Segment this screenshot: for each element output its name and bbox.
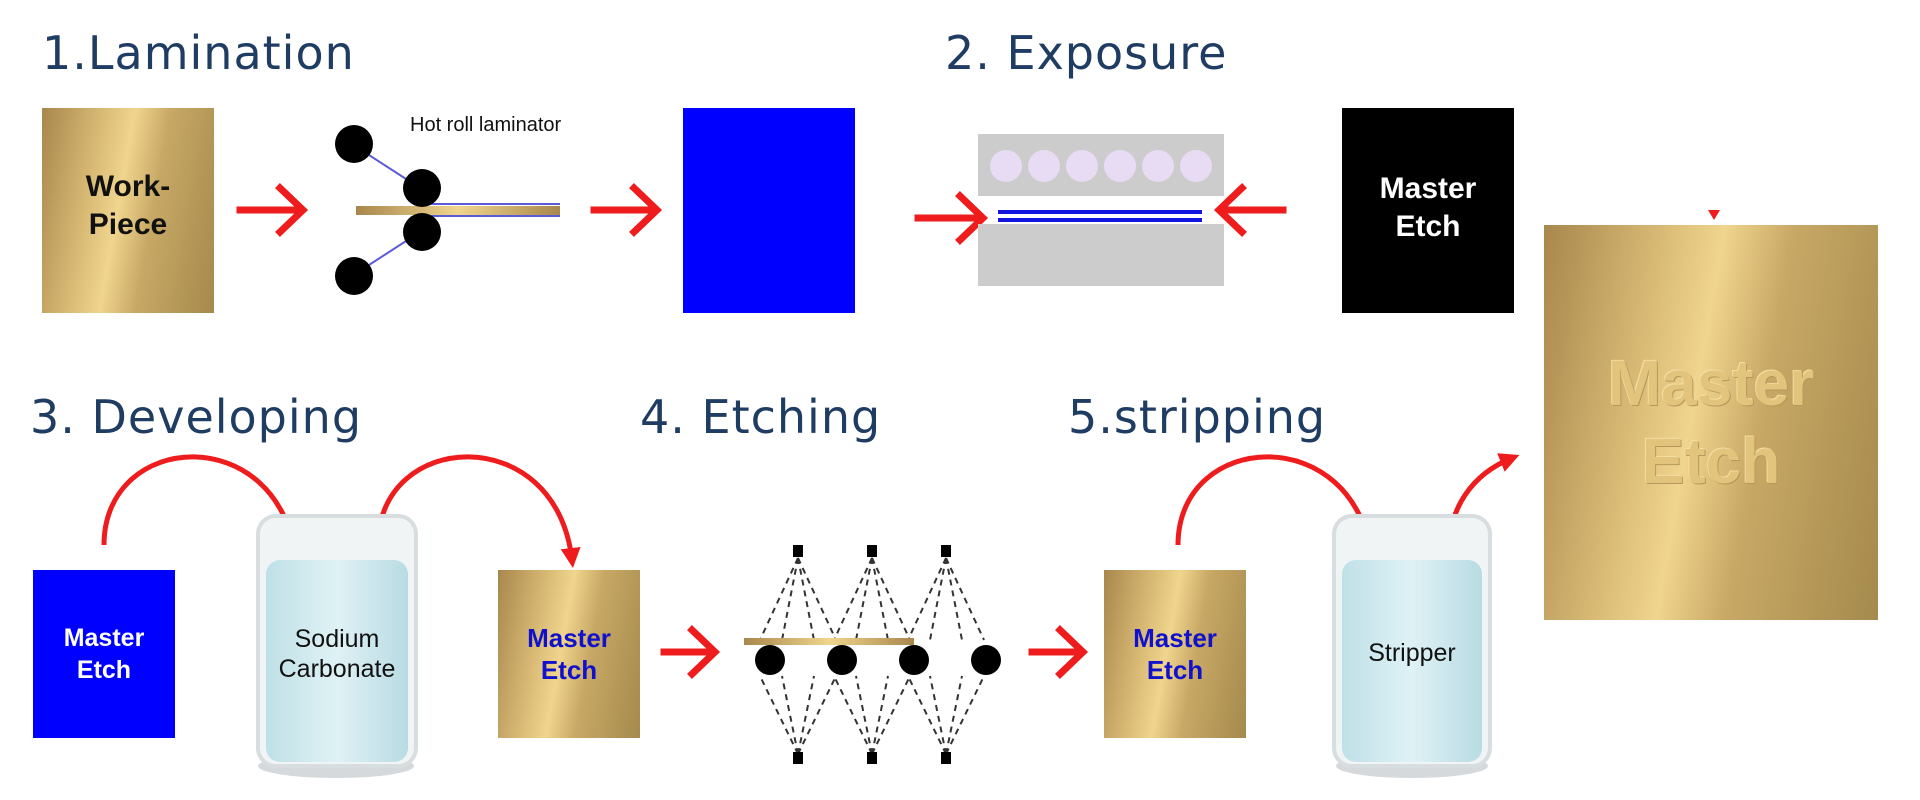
arrow-card-to-etcher [660,625,721,679]
workpiece-label-line2: Piece [88,208,168,241]
exposure-unit [978,134,1224,286]
arrow-into-exposure-left [914,191,989,245]
laminated-resist-card [683,108,855,313]
developed-card-line1: Master [527,623,611,653]
etcher-roller [755,645,785,675]
stripper-label: Stripper [1368,639,1456,667]
stripper-beaker-label-wrap: Stripper [1334,636,1490,676]
exposed-card-line2: Etch [76,656,132,684]
arrow-etcher-to-card [1028,625,1089,679]
workpiece-label-line1: Work- [85,170,171,203]
developer-label-line2: Carbonate [278,655,396,683]
hot-roll-laminator [335,125,560,295]
roller-top-left [335,125,373,163]
arrow-card-into-stripper [1175,454,1381,568]
arrow-into-exposure-right [1213,183,1287,237]
spray-nozzle-icon [941,545,951,557]
workpiece-card: Work- Piece [42,108,214,313]
step-title-stripping: 5.stripping [1068,390,1327,444]
roller-bottom-right [403,213,441,251]
arrow-laminator-to-resist [590,183,663,237]
step-title-lamination: 1.Lamination [42,26,355,80]
developer-beaker-label: Sodium Carbonate [258,622,416,702]
mask-label-line2: Etch [1395,210,1461,243]
uv-lamp-icon [1104,150,1136,182]
uv-lamp-icon [990,150,1022,182]
spray-nozzle-icon [793,545,803,557]
uv-lamp-icon [1180,150,1212,182]
exposed-card: Master Etch [33,570,175,738]
developed-card: Master Etch [498,570,640,738]
arrow-developer-to-card [375,454,581,568]
etcher-roller [827,645,857,675]
beaker-stripper [1332,514,1492,778]
spray-nozzle-icon [867,545,877,557]
etcher-roller [971,645,1001,675]
developed-card-line2: Etch [540,655,598,685]
uv-lamp-icon [1142,150,1174,182]
spray-nozzle-icon [867,752,877,764]
spray-nozzle-icon [941,752,951,764]
laminator-label: Hot roll laminator [410,114,562,136]
uv-lamp-icon [1028,150,1060,182]
exposed-card-line1: Master [63,624,145,652]
etched-card: Master Etch [1104,570,1246,738]
spray-nozzle-icon [793,752,803,764]
roller-top-right [403,169,441,207]
etcher-roller [899,645,929,675]
step-title-etching: 4. Etching [640,390,882,444]
etched-card-line1: Master [1133,623,1217,653]
roller-bottom-left [335,257,373,295]
arrow-card-into-developer [101,454,305,568]
mask-label-line1: Master [1379,172,1477,205]
final-etched-plate: Master Etch [1544,225,1878,620]
etched-card-line2: Etch [1146,655,1204,685]
step-title-exposure: 2. Exposure [945,26,1228,80]
final-plate-line2: Etch [1641,425,1781,497]
step-title-developing: 3. Developing [30,390,363,444]
uv-lamp-icon [1066,150,1098,182]
final-plate-line1: Master [1607,347,1815,419]
phototool-mask-card: Master Etch [1342,108,1514,313]
pointer-marker-icon [1708,210,1720,220]
beaker-sodium-carbonate [256,514,418,778]
arrow-workpiece-to-laminator [236,183,309,237]
developer-label-line1: Sodium [294,625,380,653]
etching-machine [744,545,1001,764]
